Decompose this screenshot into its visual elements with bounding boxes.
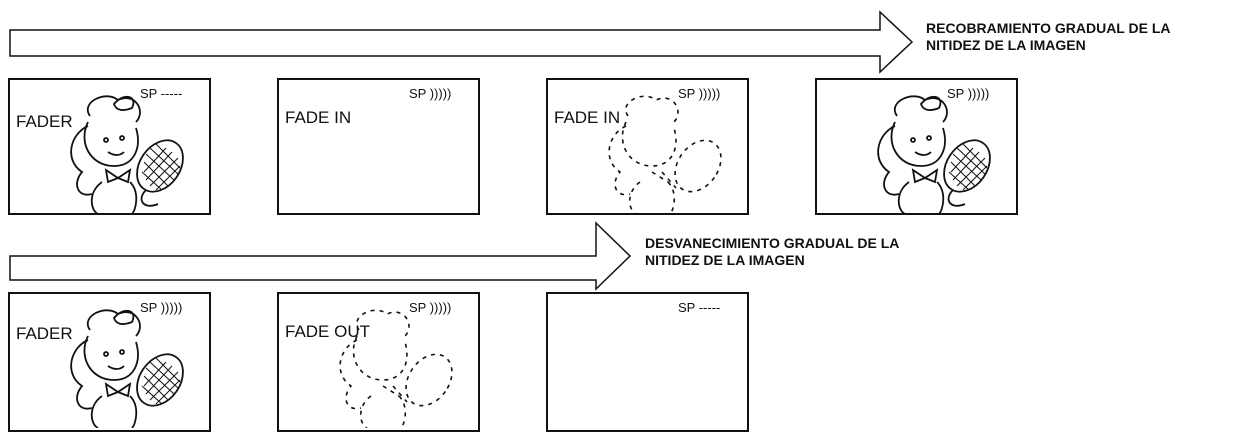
- frame-fader-out: FADER SP ))))): [8, 292, 211, 432]
- caption-line: RECOBRAMIENTO GRADUAL DE LA: [926, 20, 1171, 37]
- speed-indicator: SP ))))): [947, 86, 989, 101]
- speed-indicator: SP -----: [678, 300, 720, 315]
- girl-tennis-icon: [18, 82, 203, 214]
- speed-indicator: SP ))))): [678, 86, 720, 101]
- fade-out-caption: DESVANECIMIENTO GRADUAL DE LA NITIDEZ DE…: [645, 235, 899, 269]
- frame-fade-in-blank: FADE IN SP ))))): [277, 78, 480, 215]
- frame-fade-in-partial: FADE IN SP ))))): [546, 78, 749, 215]
- girl-tennis-icon: [825, 82, 1010, 214]
- girl-tennis-icon: [18, 296, 203, 428]
- speed-indicator: SP -----: [140, 86, 182, 101]
- frame-label: FADE OUT: [285, 322, 370, 342]
- girl-tennis-partial-icon: [287, 296, 472, 428]
- frame-label: FADER: [16, 112, 73, 132]
- frame-fader: FADER SP -----: [8, 78, 211, 215]
- caption-line: NITIDEZ DE LA IMAGEN: [926, 37, 1171, 54]
- fade-in-caption: RECOBRAMIENTO GRADUAL DE LA NITIDEZ DE L…: [926, 20, 1171, 54]
- caption-line: NITIDEZ DE LA IMAGEN: [645, 252, 899, 269]
- girl-tennis-partial-icon: [556, 82, 741, 214]
- frame-clear: SP ))))): [815, 78, 1018, 215]
- frame-label: FADER: [16, 324, 73, 344]
- frame-label: FADE IN: [285, 108, 351, 128]
- frame-fade-out-partial: FADE OUT SP ))))): [277, 292, 480, 432]
- caption-line: DESVANECIMIENTO GRADUAL DE LA: [645, 235, 899, 252]
- speed-indicator: SP ))))): [409, 86, 451, 101]
- frame-label: FADE IN: [554, 108, 620, 128]
- speed-indicator: SP ))))): [140, 300, 182, 315]
- frame-faded-blank: SP -----: [546, 292, 749, 432]
- speed-indicator: SP ))))): [409, 300, 451, 315]
